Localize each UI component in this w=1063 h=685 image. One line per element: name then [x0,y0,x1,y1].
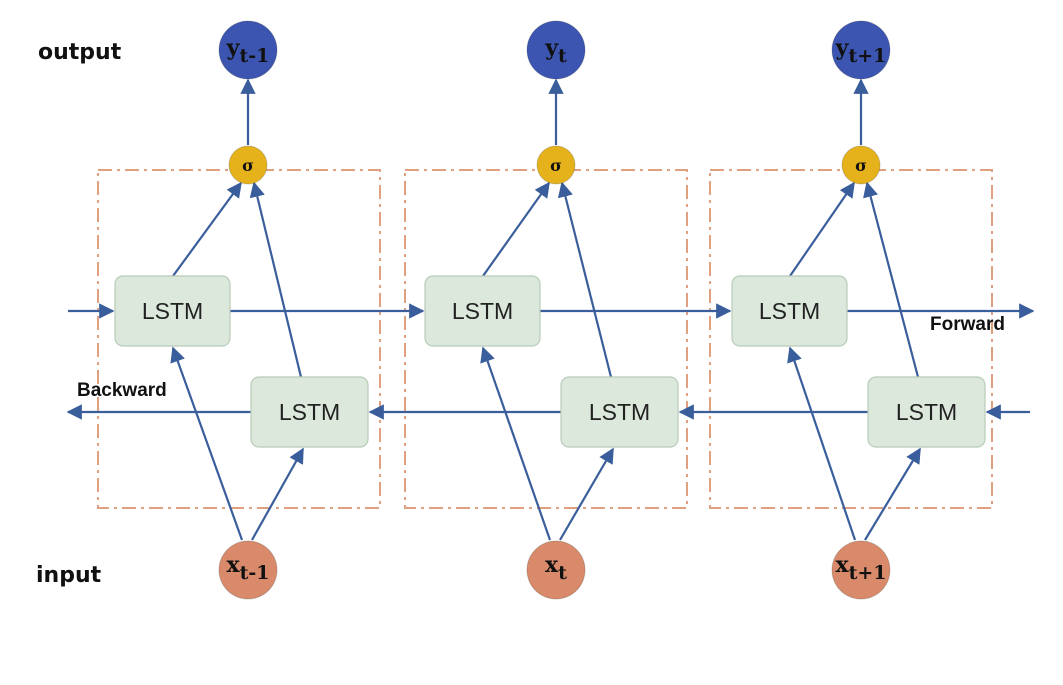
backward-lstm-to-sigma-arrow [557,181,613,378]
output-node-label: yt [544,35,567,67]
output-node [218,20,278,80]
backward-lstm-cell [250,376,369,448]
backward-lstm-to-sigma-arrow [249,181,303,378]
forward-lstm-cell [731,275,848,347]
sigma-symbol: σ [855,156,867,175]
output-node-label: yt+1 [835,35,887,67]
forward-lstm-cell-label: LSTM [759,298,820,324]
input-to-forward-lstm-arrow [480,346,552,541]
input-node-label: xt [545,552,567,584]
backward-lstm-cell-label: LSTM [279,399,340,425]
input-node [218,540,278,600]
backward-lstm-cell-label: LSTM [896,399,957,425]
output-node [831,20,891,80]
backward-lstm-cell [867,376,986,448]
input-node [526,540,586,600]
sigma-node [228,145,268,185]
forward-lstm-cell-label: LSTM [142,298,203,324]
input-node [831,540,891,600]
backward-lstm-to-sigma-arrow [863,181,920,378]
forward-lstm-to-sigma-arrow [172,181,242,277]
output-row-label: output [38,40,122,65]
input-to-backward-lstm-arrow [251,447,304,541]
sigma-symbol: σ [242,156,254,175]
input-to-forward-lstm-arrow [787,346,857,541]
forward-lstm-to-sigma-arrow [789,181,855,277]
backward-direction-label: Backward [77,380,167,401]
output-node-label: yt-1 [226,35,270,67]
output-node [526,20,586,80]
input-row-label: input [36,563,102,588]
backward-lstm-cell [560,376,679,448]
sigma-symbol: σ [550,156,562,175]
input-node-label: xt+1 [835,552,886,584]
forward-lstm-to-sigma-arrow [482,181,550,277]
input-to-forward-lstm-arrow [170,346,244,541]
input-to-backward-lstm-arrow [864,447,921,541]
input-node-label: xt-1 [226,552,269,584]
forward-lstm-cell [424,275,541,347]
input-to-backward-lstm-arrow [559,447,614,541]
sigma-node [536,145,576,185]
forward-lstm-cell-label: LSTM [452,298,513,324]
forward-direction-label: Forward [930,314,1005,335]
backward-lstm-cell-label: LSTM [589,399,650,425]
forward-lstm-cell [114,275,231,347]
sigma-node [841,145,881,185]
